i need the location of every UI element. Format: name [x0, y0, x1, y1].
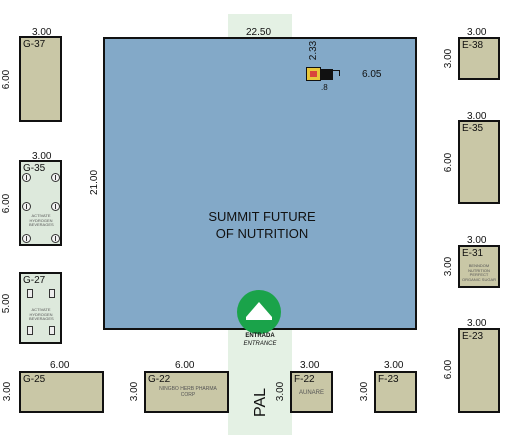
booth-e31-width: 3.00	[467, 235, 487, 246]
booth-f23-height: 3.00	[359, 381, 371, 402]
booth-e38-height: 3.00	[443, 48, 455, 69]
booth-e23-height: 6.00	[443, 359, 455, 380]
stand-icon	[27, 289, 33, 298]
inner-feature-hook	[333, 70, 340, 76]
booth-e35-width: 3.00	[467, 111, 487, 122]
booth-id: E-23	[462, 331, 484, 342]
booth-g37[interactable]: G-37	[19, 36, 62, 122]
booth-company: NINGBO HERB PHARMA CORP	[159, 386, 217, 398]
inner-dim-small: .8	[321, 83, 328, 92]
chair-icon	[51, 202, 60, 211]
booth-g25[interactable]: G-25	[19, 371, 104, 413]
booth-g27-height: 5.00	[1, 293, 13, 314]
booth-e31[interactable]: E-31 BENNDOM NUTRITION PERFECT ORGANIC S…	[458, 245, 500, 288]
booth-id: G-25	[23, 374, 46, 385]
booth-g27[interactable]: G-27 ACTIVATE HYDROGEN BEVERAGES	[19, 272, 62, 344]
booth-g35-width: 3.00	[32, 151, 52, 162]
booth-e35-height: 6.00	[443, 152, 455, 173]
booth-g35-height: 6.00	[1, 193, 13, 214]
booth-id: G-22	[148, 374, 171, 385]
stand-icon	[49, 326, 55, 335]
booth-company: BENNDOM NUTRITION PERFECT ORGANIC SUGAR	[462, 263, 497, 282]
entrance-arrow-icon[interactable]	[237, 290, 281, 334]
entrance-label-es: ENTRADA	[245, 333, 275, 339]
booth-f22[interactable]: F-22 AUNARE	[290, 371, 333, 413]
booth-f22-width: 3.00	[300, 360, 320, 371]
chair-icon	[51, 234, 60, 243]
booth-id: G-37	[23, 39, 46, 50]
booth-id: E-31	[462, 248, 484, 259]
inner-feature-box	[306, 67, 321, 81]
main-booth-width: 22.50	[246, 27, 272, 38]
booth-id: E-38	[462, 40, 484, 51]
booth-company: ACTIVATE HYDROGEN BEVERAGES	[29, 213, 54, 227]
booth-e23-width: 3.00	[467, 318, 487, 329]
main-booth-summit-future-of-nutrition[interactable]	[103, 37, 417, 330]
main-booth-title: SUMMIT FUTURE OF NUTRITION	[172, 208, 352, 242]
stand-icon	[49, 289, 55, 298]
inner-dim-horizontal: 6.05	[362, 69, 382, 80]
booth-g35[interactable]: G-35 ACTIVATE HYDROGEN BEVERAGES	[19, 160, 62, 246]
chair-icon	[51, 173, 60, 182]
booth-id: G-27	[23, 275, 46, 286]
booth-g22-width: 6.00	[175, 360, 195, 371]
booth-company: ACTIVATE HYDROGEN BEVERAGES	[29, 307, 54, 321]
chair-icon	[22, 202, 31, 211]
inner-dim-vertical: 2.33	[308, 40, 320, 61]
booth-id: F-22	[294, 374, 315, 385]
booth-e38[interactable]: E-38	[458, 37, 500, 80]
main-booth-height: 21.00	[89, 169, 101, 196]
booth-id: F-23	[378, 374, 399, 385]
main-booth-title-line-2: OF NUTRITION	[215, 226, 309, 241]
booth-g22-height: 3.00	[129, 381, 141, 402]
booth-g37-height: 6.00	[1, 69, 13, 90]
booth-g22[interactable]: G-22 NINGBO HERB PHARMA CORP	[144, 371, 229, 413]
entrance-label-en: ENTRANCE	[243, 341, 277, 347]
booth-g25-height: 3.00	[2, 381, 14, 402]
booth-id: G-35	[23, 163, 46, 174]
booth-f22-height: 3.00	[275, 381, 287, 402]
booth-e35[interactable]: E-35	[458, 120, 500, 204]
booth-id: E-35	[462, 123, 484, 134]
chair-icon	[22, 234, 31, 243]
inner-feature-core	[310, 71, 317, 77]
booth-e23[interactable]: E-23	[458, 328, 500, 413]
main-booth-title-line-1: SUMMIT FUTURE	[208, 209, 316, 224]
booth-g25-width: 6.00	[50, 360, 70, 371]
booth-e38-width: 3.00	[467, 27, 487, 38]
booth-e31-height: 3.00	[443, 256, 455, 277]
booth-company: AUNARE	[298, 390, 324, 396]
chair-icon	[22, 173, 31, 182]
stand-icon	[27, 326, 33, 335]
booth-f23[interactable]: F-23	[374, 371, 417, 413]
inner-feature-block	[321, 69, 333, 80]
booth-g37-width: 3.00	[32, 27, 52, 38]
aisle-label: PAL	[252, 387, 269, 417]
booth-f23-width: 3.00	[384, 360, 404, 371]
